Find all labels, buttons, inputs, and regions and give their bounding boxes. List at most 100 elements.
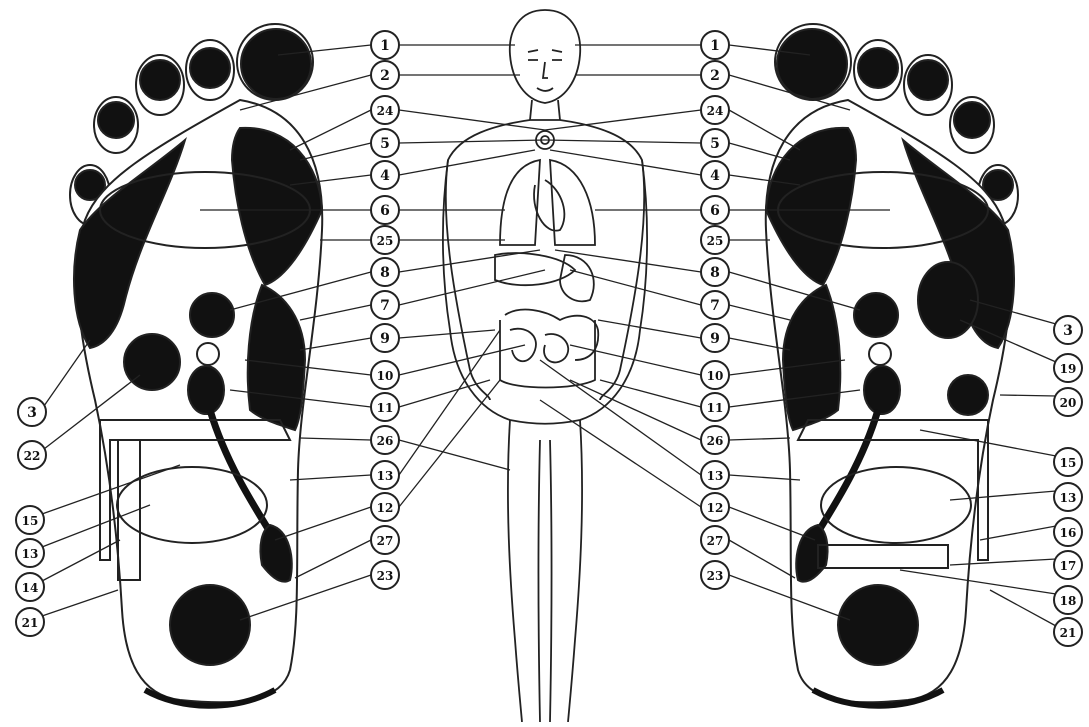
- label-number: 26: [377, 434, 394, 448]
- leader-line: [990, 590, 1056, 626]
- right-kidney-spot: [864, 366, 900, 414]
- label-bubble-18: 18: [1054, 586, 1082, 614]
- label-number: 18: [1060, 594, 1077, 608]
- leader-line: [729, 110, 800, 150]
- label-number: 11: [377, 401, 394, 415]
- label-number: 10: [707, 369, 724, 383]
- left-toe-2-zone: [190, 48, 230, 88]
- label-bubble-19: 19: [1054, 354, 1082, 382]
- label-bubble-15: 15: [1054, 448, 1082, 476]
- right-big-toe-zone: [777, 29, 847, 99]
- figure-head: [510, 10, 580, 103]
- label-number: 2: [380, 68, 390, 84]
- leader-line: [44, 340, 90, 406]
- label-bubble-13: 13: [701, 461, 729, 489]
- label-number: 4: [710, 168, 720, 184]
- right-liver-spot: [918, 262, 978, 338]
- label-bubble-5: 5: [701, 129, 729, 157]
- label-number: 7: [380, 298, 390, 314]
- label-bubble-10: 10: [371, 361, 399, 389]
- leader-line: [290, 475, 371, 480]
- label-bubble-2: 2: [371, 61, 399, 89]
- label-number: 3: [27, 405, 37, 421]
- label-bubble-1: 1: [371, 31, 399, 59]
- leader-line: [545, 110, 701, 130]
- label-number: 12: [377, 501, 394, 515]
- label-bubble-21: 21: [1054, 618, 1082, 646]
- label-bubble-11: 11: [371, 393, 399, 421]
- label-number: 16: [1060, 526, 1077, 540]
- label-bubble-9: 9: [701, 324, 729, 352]
- label-number: 13: [22, 547, 39, 561]
- leader-line: [540, 400, 701, 507]
- label-number: 25: [377, 234, 394, 248]
- figure-right-leg: [568, 420, 582, 722]
- label-number: 10: [377, 369, 394, 383]
- left-spot-a: [190, 293, 234, 337]
- label-number: 23: [707, 569, 724, 583]
- label-number: 17: [1060, 559, 1077, 573]
- right-toe-2-zone: [858, 48, 898, 88]
- label-number: 22: [24, 449, 41, 463]
- label-bubble-8: 8: [371, 258, 399, 286]
- label-number: 13: [1060, 491, 1077, 505]
- label-number: 1: [380, 38, 390, 54]
- label-number: 19: [1060, 362, 1077, 376]
- label-number: 15: [22, 514, 39, 528]
- label-bubble-3: 3: [18, 398, 46, 426]
- label-number: 13: [707, 469, 724, 483]
- right-heel-spot: [838, 585, 918, 665]
- leader-line: [290, 110, 371, 150]
- left-bladder-spot: [197, 343, 219, 365]
- label-number: 13: [377, 469, 394, 483]
- label-number: 6: [380, 203, 390, 219]
- label-number: 12: [707, 501, 724, 515]
- label-bubble-12: 12: [701, 493, 729, 521]
- label-bubble-16: 16: [1054, 518, 1082, 546]
- label-bubble-26: 26: [371, 426, 399, 454]
- labels-outer-left: 3 22 15 13 14 21: [16, 398, 46, 636]
- label-bubble-5: 5: [371, 129, 399, 157]
- label-number: 21: [22, 616, 39, 630]
- label-bubble-8: 8: [701, 258, 729, 286]
- figure-inner-leg-left: [539, 440, 541, 722]
- human-figure: [443, 10, 647, 722]
- label-bubble-13: 13: [371, 461, 399, 489]
- right-toe-4-zone: [954, 102, 990, 138]
- label-bubble-10: 10: [701, 361, 729, 389]
- left-kidney-spot: [188, 366, 224, 414]
- label-number: 8: [380, 265, 390, 281]
- label-bubble-13: 13: [16, 539, 44, 567]
- label-number: 5: [380, 136, 390, 152]
- leader-line: [399, 440, 510, 470]
- label-number: 9: [380, 331, 390, 347]
- label-number: 24: [707, 104, 724, 118]
- label-number: 25: [707, 234, 724, 248]
- label-bubble-4: 4: [701, 161, 729, 189]
- figure-inner-leg-right: [550, 440, 552, 722]
- label-bubble-1: 1: [701, 31, 729, 59]
- label-number: 14: [22, 581, 39, 595]
- label-bubble-6: 6: [371, 196, 399, 224]
- label-bubble-7: 7: [701, 291, 729, 319]
- label-bubble-20: 20: [1054, 388, 1082, 416]
- label-bubble-23: 23: [701, 561, 729, 589]
- right-spot-b: [948, 375, 988, 415]
- label-number: 5: [710, 136, 720, 152]
- right-spot-a: [854, 293, 898, 337]
- label-bubble-21: 21: [16, 608, 44, 636]
- right-toe-3-zone: [908, 60, 948, 100]
- label-number: 4: [380, 168, 390, 184]
- label-bubble-26: 26: [701, 426, 729, 454]
- leader-line: [729, 438, 790, 440]
- leader-line: [300, 438, 371, 440]
- label-number: 20: [1060, 396, 1077, 410]
- label-number: 24: [377, 104, 394, 118]
- leader-line: [42, 590, 118, 616]
- label-bubble-17: 17: [1054, 551, 1082, 579]
- label-bubble-13: 13: [1054, 483, 1082, 511]
- label-bubble-11: 11: [701, 393, 729, 421]
